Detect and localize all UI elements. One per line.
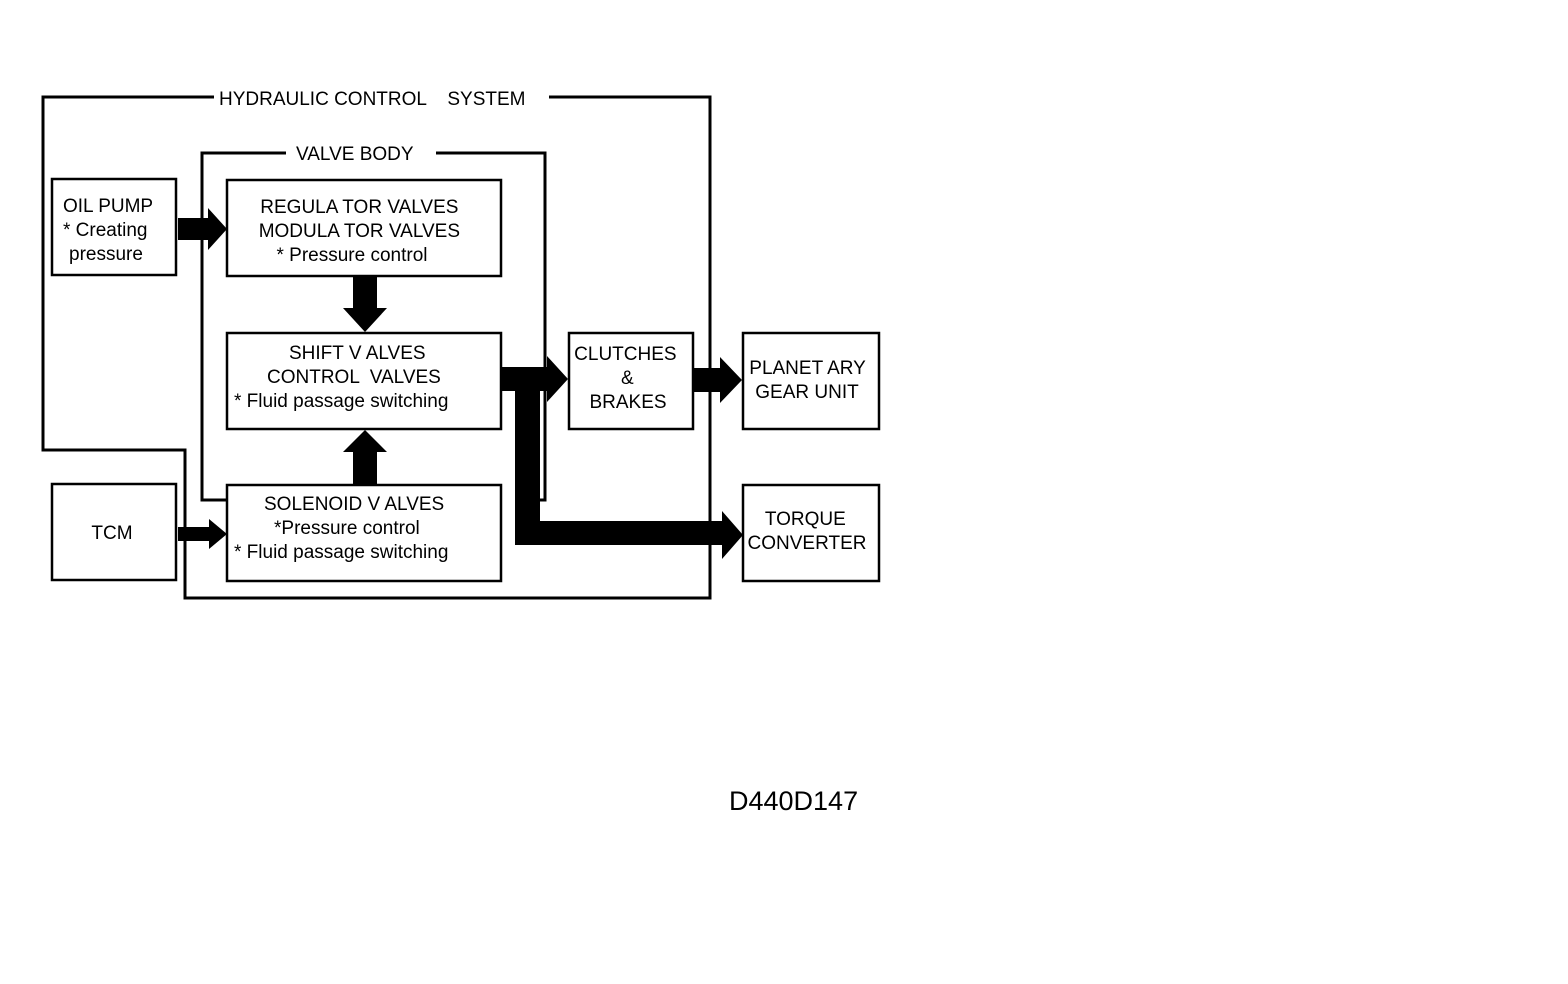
planetary-gear-box: [741, 331, 881, 431]
boxes: [50, 177, 881, 583]
oil-pump-box: [50, 177, 178, 277]
shift-line-3: * Fluid passage switching: [234, 391, 448, 412]
torque-line-1: TORQUE: [765, 509, 846, 530]
planetary-line-2: GEAR UNIT: [755, 382, 859, 403]
shift-valves-label: SHIFT V ALVES CONTROL VALVES * Fluid pas…: [234, 343, 448, 412]
arrow-tcm-to-solenoid: [178, 519, 227, 549]
solenoid-line-1: SOLENOID V ALVES: [264, 494, 444, 515]
arrow-solenoid-to-shift: [343, 430, 387, 484]
valve-body-label: VALVE BODY: [296, 144, 414, 165]
shift-valves-box: [225, 331, 503, 431]
clutches-brakes-box: [567, 331, 695, 431]
oil-pump-line-3: pressure: [69, 244, 143, 265]
regulator-valves-box: [225, 178, 503, 278]
arrow-oil-pump-to-regulator: [178, 208, 227, 250]
arrow-shift-to-torque-converter: [515, 389, 743, 559]
shift-line-1: SHIFT V ALVES: [289, 343, 426, 364]
figure-id: D440D147: [729, 786, 858, 816]
arrows: [178, 208, 743, 559]
solenoid-valves-label: SOLENOID V ALVES *Pressure control * Flu…: [234, 494, 450, 563]
tcm-box: [50, 482, 178, 582]
clutches-brakes-label: CLUTCHES & BRAKES: [574, 344, 682, 413]
torque-line-2: CONVERTER: [748, 533, 867, 554]
torque-converter-box: [741, 483, 881, 583]
oil-pump-line-1: OIL PUMP: [63, 196, 153, 217]
tcm-line-1: TCM: [91, 523, 132, 544]
solenoid-line-2: *Pressure control: [274, 518, 420, 539]
clutches-line-3: BRAKES: [589, 392, 666, 413]
arrow-clutches-to-planetary: [694, 357, 742, 403]
planetary-line-1: PLANET ARY: [749, 358, 866, 379]
oil-pump-label: OIL PUMP * Creating pressure: [63, 196, 158, 265]
shift-line-2: CONTROL VALVES: [267, 367, 441, 388]
torque-converter-label: TORQUE CONVERTER: [748, 509, 867, 554]
regulator-line-2: MODULA TOR VALVES: [259, 221, 460, 242]
clutches-line-1: CLUTCHES: [574, 344, 676, 365]
solenoid-line-3: * Fluid passage switching: [234, 542, 448, 563]
hydraulic-control-system-frame: [41, 95, 712, 600]
tcm-label: TCM: [91, 523, 132, 544]
regulator-line-1: REGULA TOR VALVES: [260, 197, 458, 218]
arrow-regulator-to-shift: [343, 277, 387, 332]
planetary-gear-label: PLANET ARY GEAR UNIT: [749, 358, 870, 403]
oil-pump-line-2: * Creating: [63, 220, 148, 241]
solenoid-valves-box: [225, 483, 503, 583]
regulator-valves-label: REGULA TOR VALVES MODULA TOR VALVES * Pr…: [259, 197, 466, 266]
clutches-line-2: &: [621, 368, 634, 389]
hydraulic-control-system-label: HYDRAULIC CONTROL SYSTEM: [219, 89, 526, 110]
regulator-line-3: * Pressure control: [276, 245, 427, 266]
